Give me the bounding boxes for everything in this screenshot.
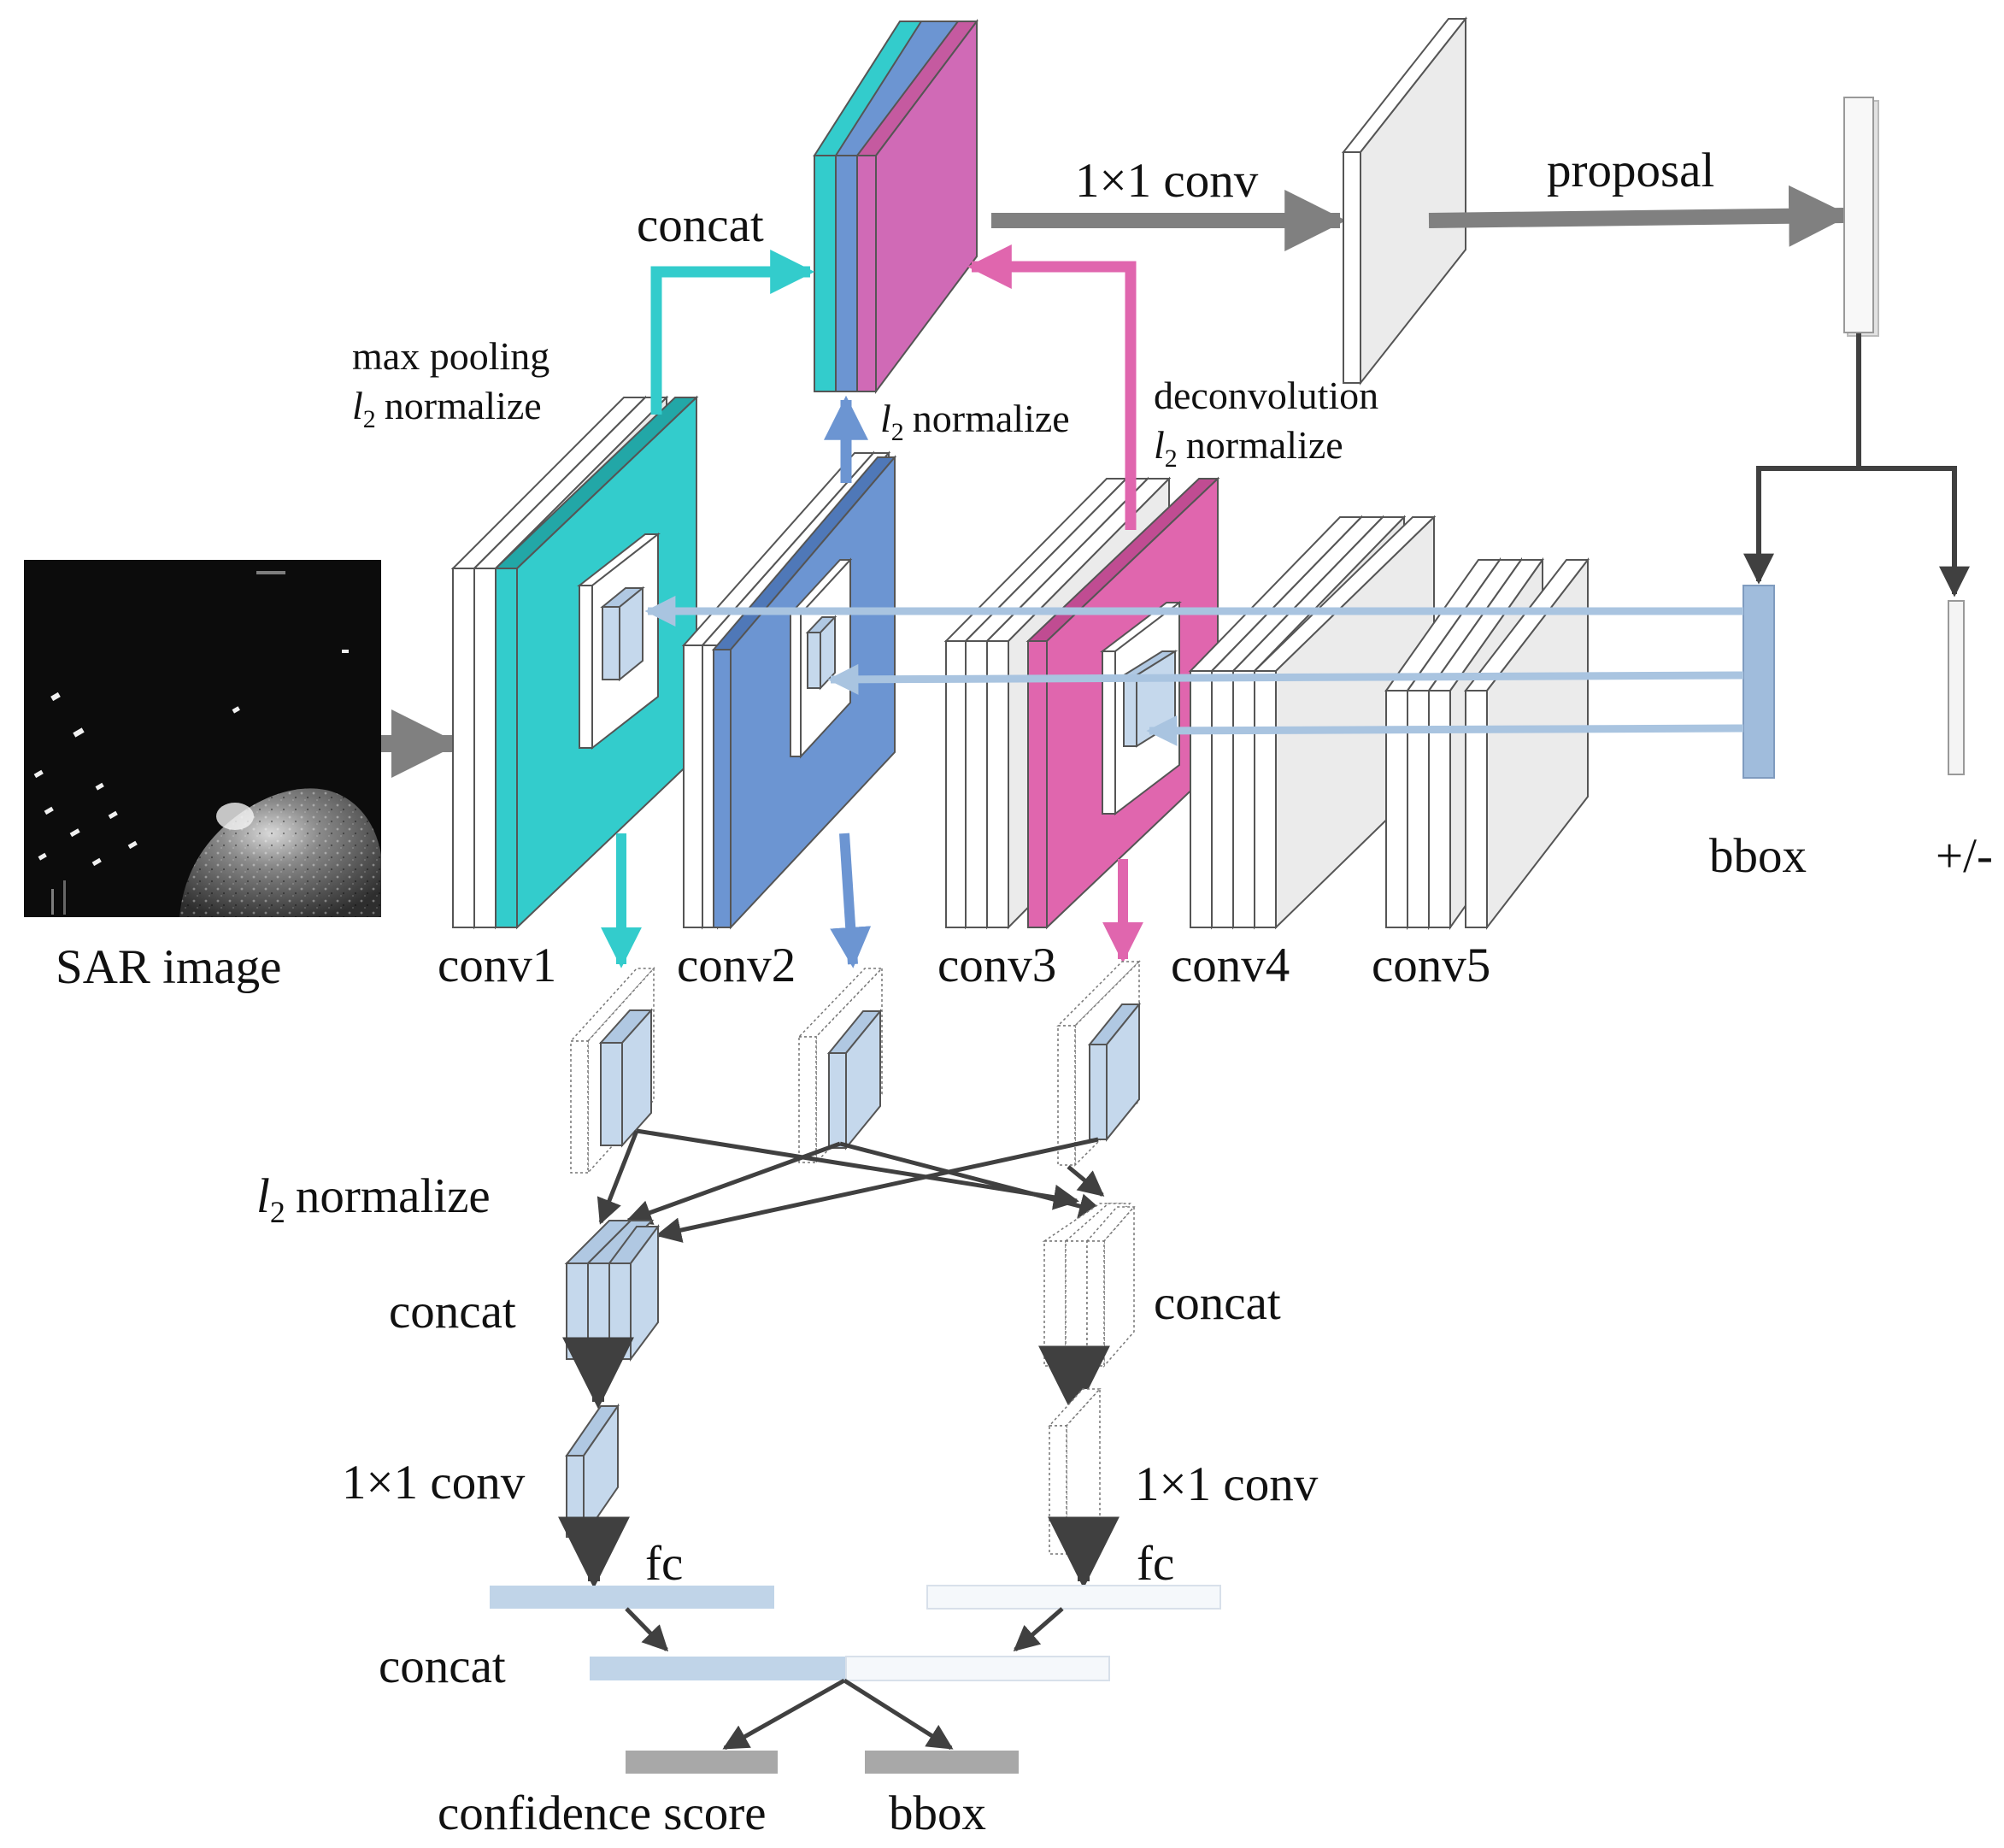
- deconvolution-label: deconvolution: [1154, 374, 1378, 417]
- arrow-to-proposal: [1428, 185, 1851, 247]
- conv5-label: conv5: [1372, 939, 1490, 992]
- bbox-final-bar: [865, 1751, 1019, 1774]
- concat-top-label: concat: [637, 198, 764, 252]
- rpn-class-bar: [1948, 600, 1965, 775]
- confidence-score-bar: [626, 1751, 778, 1774]
- sar-bright-targets: [33, 571, 349, 915]
- roi-feature-conv1: [569, 967, 655, 1174]
- rpn-bbox-bar: [1742, 585, 1775, 779]
- conv-1x1-right-plate: [1048, 1387, 1102, 1556]
- conv3-label: conv3: [937, 939, 1056, 992]
- rpn-1x1-conv-plate: [1341, 16, 1468, 385]
- conv-1x1-top-label: 1×1 conv: [1075, 154, 1259, 208]
- bbox-final-label: bbox: [889, 1786, 986, 1840]
- fc-right-label: fc: [1137, 1537, 1174, 1591]
- magenta-arrow-to-concat: [967, 244, 1137, 530]
- confidence-score-label: confidence score: [438, 1786, 767, 1840]
- teal-arrow-to-concat: [650, 250, 815, 415]
- conv3-block: [943, 476, 1220, 930]
- blue-down-arrow: [830, 833, 872, 968]
- concat-final-label: concat: [379, 1639, 506, 1693]
- top-concat-block: [813, 19, 979, 395]
- final-concat-bar: [590, 1656, 1110, 1681]
- concat-left-block: [564, 1220, 660, 1362]
- crossing-arrows: [596, 1128, 1105, 1243]
- concat-right-block: [1042, 1203, 1136, 1368]
- roi-feature-conv2: [797, 967, 884, 1164]
- conv2-label: conv2: [677, 939, 796, 992]
- proposal-label: proposal: [1547, 144, 1714, 197]
- proposal-split-arrows: [1743, 333, 1970, 597]
- max-pooling-label: max pooling: [352, 334, 549, 378]
- fc-right-bar: [926, 1585, 1221, 1610]
- conv-1x1-right-label: 1×1 conv: [1135, 1457, 1319, 1511]
- conv2-block: [681, 450, 897, 930]
- conv4-block: [1188, 515, 1437, 930]
- conv-1x1-left-label: 1×1 conv: [342, 1456, 526, 1510]
- conv-1x1-left-plate: [565, 1403, 620, 1540]
- fc-left-label: fc: [645, 1537, 683, 1591]
- roi-projection-arrows: [644, 596, 1744, 746]
- concat-right-label: concat: [1154, 1276, 1281, 1330]
- sar-image: [24, 560, 381, 917]
- plus-minus-label: +/-: [1936, 829, 1993, 883]
- conv1-block: [450, 395, 699, 930]
- conv1-label: conv1: [438, 939, 556, 992]
- arrow-fc-left-to-concat: [625, 1607, 669, 1652]
- arrow-fc-right-to-concat: [1013, 1607, 1064, 1651]
- concat-left-label: concat: [389, 1285, 516, 1339]
- fc-left-bar: [490, 1586, 774, 1609]
- rpn-bbox-label: bbox: [1709, 829, 1807, 883]
- arrow-to-bbox: [843, 1678, 954, 1751]
- conv4-label: conv4: [1171, 939, 1290, 992]
- arrow-to-confidence: [722, 1678, 846, 1751]
- roi-feature-conv3: [1056, 960, 1142, 1167]
- conv5-block: [1384, 556, 1590, 931]
- sar-image-label: SAR image: [56, 940, 281, 994]
- proposal-bar: [1843, 97, 1879, 337]
